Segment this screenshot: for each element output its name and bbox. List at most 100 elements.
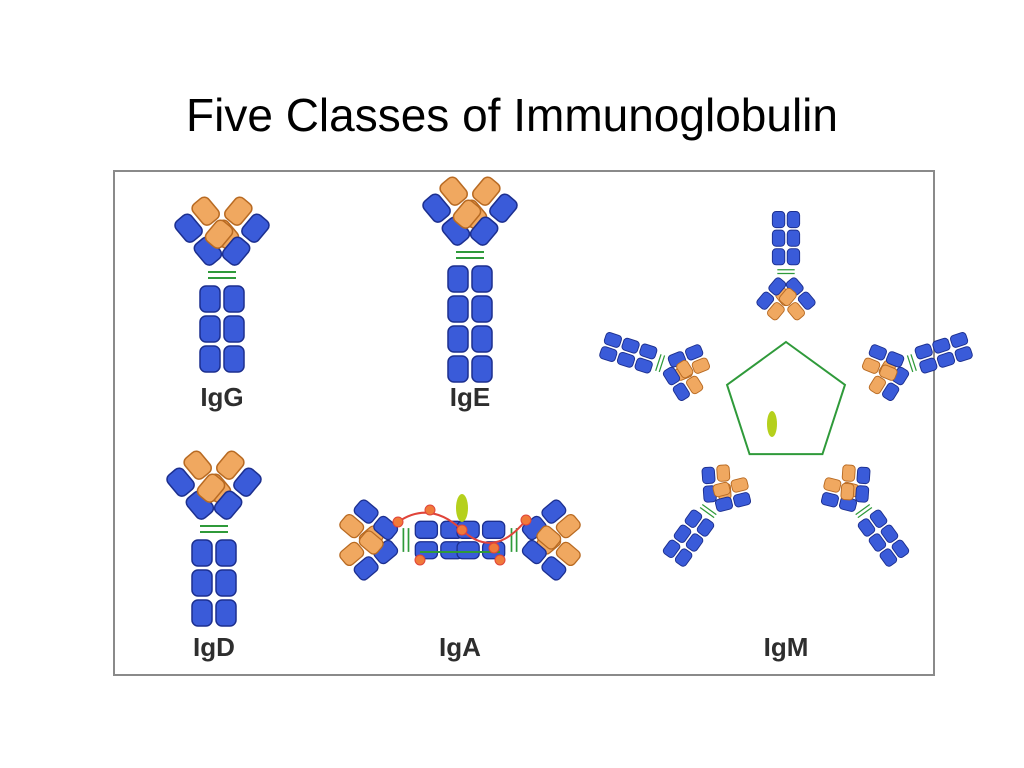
igm-disulfide-bond: [701, 503, 717, 516]
igd-light-chain: [196, 473, 226, 503]
igm-monomer: [861, 332, 973, 401]
igm-heavy-chain-fc: [771, 211, 786, 229]
igg-fab-arm: [204, 196, 270, 266]
igm-heavy-chain-fab: [855, 485, 870, 503]
igm-heavy-chain-fc: [786, 248, 801, 266]
igm-heavy-chain-fab: [662, 366, 681, 386]
iga-heavy-chain-fc: [414, 541, 439, 560]
igm-fab-arm: [861, 344, 905, 381]
ige-heavy-chain-fc: [471, 355, 493, 383]
igm-disulfide-bond: [699, 506, 715, 519]
iga-fab-arm: [521, 525, 581, 581]
igm-fab-arm: [662, 359, 704, 401]
iga-light-chain: [339, 541, 365, 567]
igd-heavy-chain-fc: [215, 599, 237, 627]
igm-j-chain: [767, 411, 777, 437]
igm-disulfide-ring: [725, 340, 847, 456]
igm-heavy-chain-fab: [856, 466, 871, 485]
igg-light-chain: [204, 219, 234, 249]
label-ige: IgE: [450, 382, 490, 412]
iga-secretory-bead: [414, 554, 426, 566]
igm-disulfide-bond: [857, 506, 873, 519]
igg-light-chain: [191, 196, 220, 226]
igm-heavy-chain-fc: [914, 343, 933, 360]
iga-secretory-bead: [494, 554, 506, 566]
iga-light-chain: [555, 541, 581, 567]
iga-heavy-chain-fab: [521, 539, 547, 565]
igm-heavy-chain-fc: [621, 337, 640, 354]
iga-heavy-chain-fab: [353, 499, 379, 524]
ige-heavy-chain-fc: [447, 265, 469, 293]
igm-heavy-chain-fab: [685, 344, 704, 361]
igm-disulfide-bond: [658, 355, 666, 373]
igm-heavy-chain-fc: [684, 509, 703, 528]
igm-monomer: [662, 464, 752, 567]
iga-light-chain: [358, 530, 384, 555]
igm-heavy-chain-fc: [919, 357, 938, 374]
ige-light-chain: [472, 176, 501, 206]
iga-monomer: [339, 499, 464, 581]
igd-heavy-chain-fab: [166, 467, 195, 497]
iga-secretory-bead: [520, 514, 532, 526]
igd-heavy-chain-fab: [213, 490, 243, 520]
igm-heavy-chain-fc: [932, 337, 951, 354]
iga-light-chain: [555, 513, 581, 539]
igm-light-chain: [778, 287, 797, 307]
igm-light-chain: [861, 357, 881, 374]
igm-light-chain: [840, 482, 855, 501]
iga-heavy-chain-fab: [541, 499, 567, 524]
igg-heavy-chain-fab: [221, 236, 251, 266]
igd-heavy-chain-fc: [215, 569, 237, 597]
igm-heavy-chain-fc: [696, 518, 715, 537]
igm-disulfide-bond: [855, 503, 871, 516]
igg-monomer: [174, 196, 270, 373]
igg-heavy-chain-fc: [199, 315, 221, 343]
label-igd: IgD: [193, 632, 235, 662]
igm-fab-arm: [756, 277, 797, 321]
iga-fab-arm: [339, 499, 399, 555]
label-igg: IgG: [200, 382, 243, 412]
ige-heavy-chain-fab: [422, 193, 451, 223]
igm-heavy-chain-fc: [891, 539, 910, 558]
igm-heavy-chain-fab: [882, 382, 900, 401]
ige-heavy-chain-fc: [447, 355, 469, 383]
igm-light-chain: [691, 357, 711, 374]
iga-heavy-chain-fc: [456, 541, 480, 560]
igm-heavy-chain-fab: [715, 496, 733, 512]
igm-light-chain: [823, 477, 842, 493]
iga-secretory-bead: [488, 542, 500, 554]
igg-heavy-chain-fc: [223, 345, 245, 373]
igm-monomer: [756, 211, 816, 321]
igm-light-chain: [879, 364, 898, 381]
ige-fab-arm: [422, 176, 488, 246]
igm-heavy-chain-fc: [786, 229, 801, 247]
igm-heavy-chain-fab: [820, 492, 839, 508]
igm-heavy-chain-fc: [879, 548, 898, 567]
igm-heavy-chain-fab: [797, 291, 816, 310]
igm-heavy-chain-fc: [869, 509, 888, 528]
igm-light-chain: [716, 464, 731, 482]
iga-heavy-chain-fab: [353, 556, 379, 581]
igd-monomer: [166, 450, 262, 627]
igm-heavy-chain-fc: [771, 229, 786, 247]
igd-heavy-chain-fab: [233, 467, 262, 497]
ige-light-chain: [452, 199, 482, 229]
igm-heavy-chain-fc: [936, 351, 956, 368]
igm-heavy-chain-fc: [786, 211, 801, 229]
ige-heavy-chain-fc: [447, 325, 469, 353]
ige-fab-arm: [452, 176, 518, 246]
ige-light-chain: [439, 176, 468, 206]
igm-heavy-chain-fc: [954, 346, 973, 362]
igd-light-chain: [216, 450, 245, 480]
igm-heavy-chain-fab: [868, 344, 887, 361]
igm-heavy-chain-fc: [616, 351, 636, 368]
igm-monomer: [599, 332, 711, 401]
igm-heavy-chain-fc: [634, 357, 653, 374]
igg-heavy-chain-fc: [199, 345, 221, 373]
igm-heavy-chain-fc: [599, 346, 618, 362]
igg-heavy-chain-fab: [174, 213, 203, 243]
iga-secretory-bead: [392, 516, 404, 528]
iga-heavy-chain-fc: [414, 520, 439, 539]
igm-heavy-chain-fc: [950, 332, 969, 348]
igm-heavy-chain-fab: [672, 382, 690, 401]
